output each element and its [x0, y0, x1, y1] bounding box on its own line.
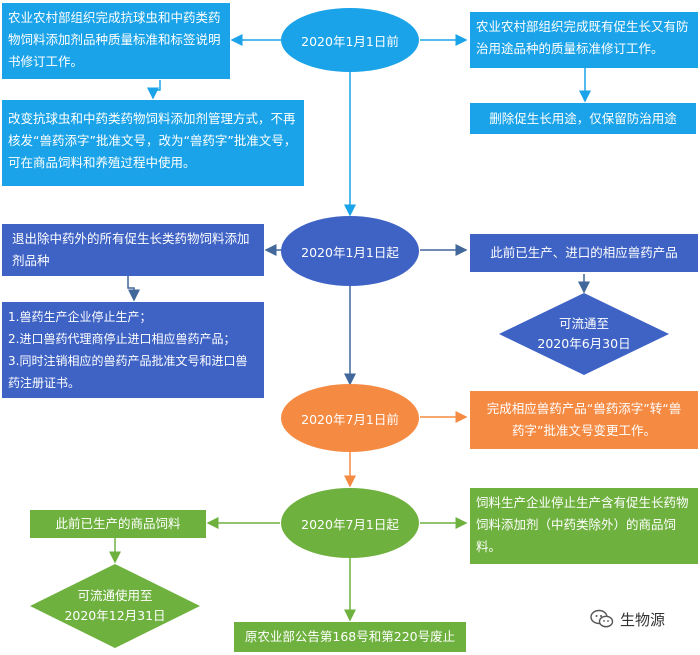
arrow-b5-to-b6 [127, 276, 140, 302]
wechat-icon [590, 609, 614, 628]
box-standard-revision-growth: 农业农村部组织完成既有促生长又有防治用途品种的质量标准修订工作。 [470, 12, 698, 68]
box-enterprise-actions: 1.兽药生产企业停止生产； 2.进口兽药代理商停止进口相应兽药产品； 3.同时注… [2, 302, 264, 398]
node-2020-jul-after: 2020年7月1日起 [281, 488, 419, 558]
node-2020-jul-after-label: 2020年7月1日起 [301, 516, 399, 532]
box-announcements-repealed: 原农业部公告第168号和第220号废止 [234, 622, 466, 652]
diamond-circulate-until-jun30: 可流通至 2020年6月30日 [499, 293, 669, 375]
node-2020-jan-before-label: 2020年1月1日前 [301, 33, 399, 49]
diamond-circulate-line2: 2020年6月30日 [537, 336, 631, 351]
watermark-text: 生物源 [620, 610, 666, 629]
box-remove-growth-use: 删除促生长用途，仅保留防治用途 [470, 103, 696, 134]
diamond-circulate-until-dec31: 可流通使用至 2020年12月31日 [30, 564, 200, 648]
box-previously-produced-products: 此前已生产、进口的相应兽药产品 [470, 234, 698, 272]
node-2020-jul-before-label: 2020年7月1日前 [301, 411, 399, 427]
watermark: 生物源 [590, 604, 698, 634]
enterprise-action-2: 2.进口兽药代理商停止进口相应兽药产品； [8, 332, 236, 346]
box-standard-revision-anticoccidial: 农业农村部组织完成抗球虫和中药类药物饲料添加剂品种质量标准和标签说明书修订工作。 [2, 3, 230, 79]
box-approval-number-change: 完成相应兽药产品“兽药添字”转“兽药字”批准文号变更工作。 [470, 391, 698, 449]
node-2020-jan-before: 2020年1月1日前 [281, 8, 419, 72]
node-2020-jan-after-label: 2020年1月1日起 [301, 244, 399, 260]
diamond-circulate-line1: 可流通至 [558, 316, 609, 331]
enterprise-action-3: 3.同时注销相应的兽药产品批准文号和进口兽药注册证书。 [8, 354, 248, 390]
box-withdraw-growth-additives: 退出除中药外的所有促生长类药物饲料添加剂品种 [2, 224, 264, 276]
box-previously-produced-feed: 此前已生产的商品饲料 [30, 510, 206, 538]
arrow-b1-to-b2 [147, 80, 161, 100]
node-2020-jul-before: 2020年7月1日前 [281, 384, 419, 452]
box-feed-enterprise-stop: 饲料生产企业停止生产含有促生长药物饲料添加剂（中药类除外）的商品饲料。 [470, 488, 698, 564]
diamond-use-line2: 2020年12月31日 [64, 608, 166, 623]
enterprise-action-1: 1.兽药生产企业停止生产； [8, 310, 152, 324]
diamond-use-line1: 可流通使用至 [77, 588, 153, 603]
box-management-change: 改变抗球虫和中药类药物饲料添加剂管理方式，不再核发“兽药添字”批准文号，改为“兽… [2, 100, 304, 186]
node-2020-jan-after: 2020年1月1日起 [281, 216, 419, 286]
